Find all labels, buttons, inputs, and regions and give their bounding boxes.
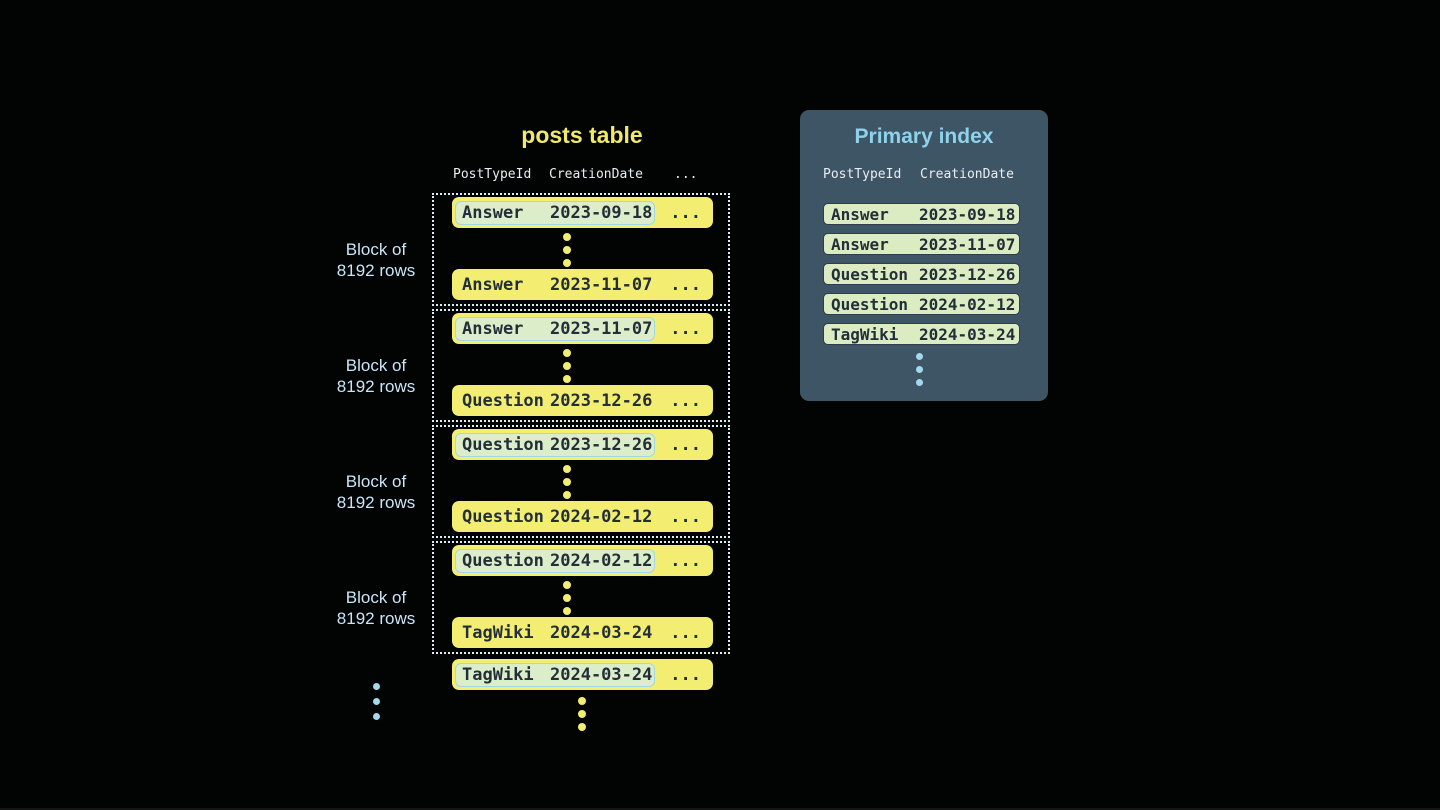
- block-label-line2: 8192 rows: [336, 261, 416, 280]
- index-header-creationdate: CreationDate: [920, 167, 1014, 182]
- row-ellipsis: ...: [670, 434, 701, 455]
- cell-posttypeid: Answer: [462, 202, 524, 223]
- cell-creationdate: 2023-12-26: [550, 390, 653, 411]
- table-row: Answer 2023-11-07 ...: [452, 269, 713, 300]
- block-4: Question 2024-02-12 ... TagWiki 2024-03-…: [432, 541, 730, 654]
- table-row: Question 2024-02-12 ...: [452, 545, 713, 576]
- cell-posttypeid: Answer: [831, 204, 889, 224]
- row-ellipsis: ...: [670, 550, 701, 571]
- table-row: TagWiki 2024-03-24 ...: [452, 617, 713, 648]
- row-ellipsis: ...: [670, 390, 701, 411]
- cell-posttypeid: TagWiki: [831, 324, 899, 344]
- cell-creationdate: 2023-12-26: [919, 264, 1016, 284]
- row-ellipsis: ...: [670, 622, 701, 643]
- block-label-line2: 8192 rows: [336, 609, 416, 628]
- table-row: Answer 2023-11-07 ...: [452, 313, 713, 344]
- row-ellipsis: ...: [670, 506, 701, 527]
- cell-posttypeid: Answer: [831, 234, 889, 254]
- cell-creationdate: 2024-03-24: [550, 622, 653, 643]
- posts-table-title: posts table: [521, 122, 643, 148]
- table-row: Answer 2023-09-18 ...: [452, 197, 713, 228]
- row-ellipsis: ...: [670, 202, 701, 223]
- index-header-posttypeid: PostTypeId: [823, 167, 902, 182]
- indexed-entry-pill: Question 2024-02-12: [455, 548, 655, 573]
- more-blocks-dots: [373, 683, 380, 720]
- rows-ellipsis-dots: [563, 465, 571, 499]
- block-label-line2: 8192 rows: [336, 377, 416, 396]
- rows-ellipsis-dots: [563, 581, 571, 615]
- cell-posttypeid: TagWiki: [462, 664, 534, 685]
- block-label-line1: Block of: [345, 240, 407, 259]
- index-row: Question 2024-02-12: [823, 293, 1020, 315]
- block-label-3: Block of 8192 rows: [290, 471, 462, 513]
- block-3: Question 2023-12-26 ... Question 2024-02…: [432, 425, 730, 538]
- indexed-entry-pill: Question 2023-12-26: [455, 432, 655, 457]
- cell-posttypeid: TagWiki: [462, 622, 534, 643]
- row-ellipsis: ...: [670, 274, 701, 295]
- cell-creationdate: 2023-09-18: [550, 202, 653, 223]
- more-index-entries-dots: [916, 353, 923, 386]
- index-row: Answer 2023-11-07: [823, 233, 1020, 255]
- cell-creationdate: 2023-11-07: [919, 234, 1016, 254]
- row-ellipsis: ...: [670, 664, 701, 685]
- posts-header-ellipsis: ...: [674, 167, 698, 182]
- primary-index-title: Primary index: [854, 125, 994, 148]
- cell-posttypeid: Question: [831, 294, 909, 314]
- indexed-entry-pill: Answer 2023-09-18: [455, 200, 655, 225]
- screen-bottom-edge: [0, 808, 1440, 810]
- row-values: Question 2024-02-12: [455, 505, 655, 529]
- block-1: Answer 2023-09-18 ... Answer 2023-11-07 …: [432, 193, 730, 306]
- cell-creationdate: 2023-11-07: [550, 274, 653, 295]
- block-label-1: Block of 8192 rows: [290, 239, 462, 281]
- block-label-line1: Block of: [345, 472, 407, 491]
- cell-posttypeid: Question: [462, 390, 544, 411]
- rows-ellipsis-dots: [563, 349, 571, 383]
- row-values: Answer 2023-11-07: [455, 273, 655, 297]
- cell-posttypeid: Question: [462, 550, 544, 571]
- table-row: Question 2023-12-26 ...: [452, 385, 713, 416]
- cell-creationdate: 2023-11-07: [550, 318, 653, 339]
- index-row: Answer 2023-09-18: [823, 203, 1020, 225]
- cell-creationdate: 2023-09-18: [919, 204, 1016, 224]
- block-2: Answer 2023-11-07 ... Question 2023-12-2…: [432, 309, 730, 422]
- posts-header-posttypeid: PostTypeId: [453, 167, 532, 182]
- row-values: Question 2023-12-26: [455, 389, 655, 413]
- row-values: TagWiki 2024-03-24: [455, 621, 655, 645]
- posts-header-creationdate: CreationDate: [549, 167, 643, 182]
- indexed-entry-pill: Answer 2023-11-07: [455, 316, 655, 341]
- table-row-overflow: TagWiki 2024-03-24 ...: [452, 659, 713, 690]
- block-label-2: Block of 8192 rows: [290, 355, 462, 397]
- cell-creationdate: 2024-03-24: [550, 664, 653, 685]
- table-row: Question 2023-12-26 ...: [452, 429, 713, 460]
- table-row: Question 2024-02-12 ...: [452, 501, 713, 532]
- cell-posttypeid: Answer: [462, 318, 524, 339]
- cell-posttypeid: Question: [831, 264, 909, 284]
- block-label-4: Block of 8192 rows: [290, 587, 462, 629]
- cell-creationdate: 2023-12-26: [550, 434, 653, 455]
- index-row: TagWiki 2024-03-24: [823, 323, 1020, 345]
- cell-posttypeid: Question: [462, 434, 544, 455]
- cell-posttypeid: Answer: [462, 274, 524, 295]
- block-label-line1: Block of: [345, 588, 407, 607]
- cell-creationdate: 2024-02-12: [550, 550, 653, 571]
- indexed-entry-pill: TagWiki 2024-03-24: [455, 662, 655, 687]
- index-row: Question 2023-12-26: [823, 263, 1020, 285]
- cell-creationdate: 2024-03-24: [919, 324, 1016, 344]
- primary-index-panel: Primary index PostTypeId CreationDate An…: [800, 110, 1048, 401]
- block-label-line2: 8192 rows: [336, 493, 416, 512]
- cell-creationdate: 2024-02-12: [919, 294, 1016, 314]
- cell-creationdate: 2024-02-12: [550, 506, 653, 527]
- row-ellipsis: ...: [670, 318, 701, 339]
- block-label-line1: Block of: [345, 356, 407, 375]
- rows-ellipsis-dots: [563, 233, 571, 267]
- more-rows-dots: [578, 697, 586, 731]
- cell-posttypeid: Question: [462, 506, 544, 527]
